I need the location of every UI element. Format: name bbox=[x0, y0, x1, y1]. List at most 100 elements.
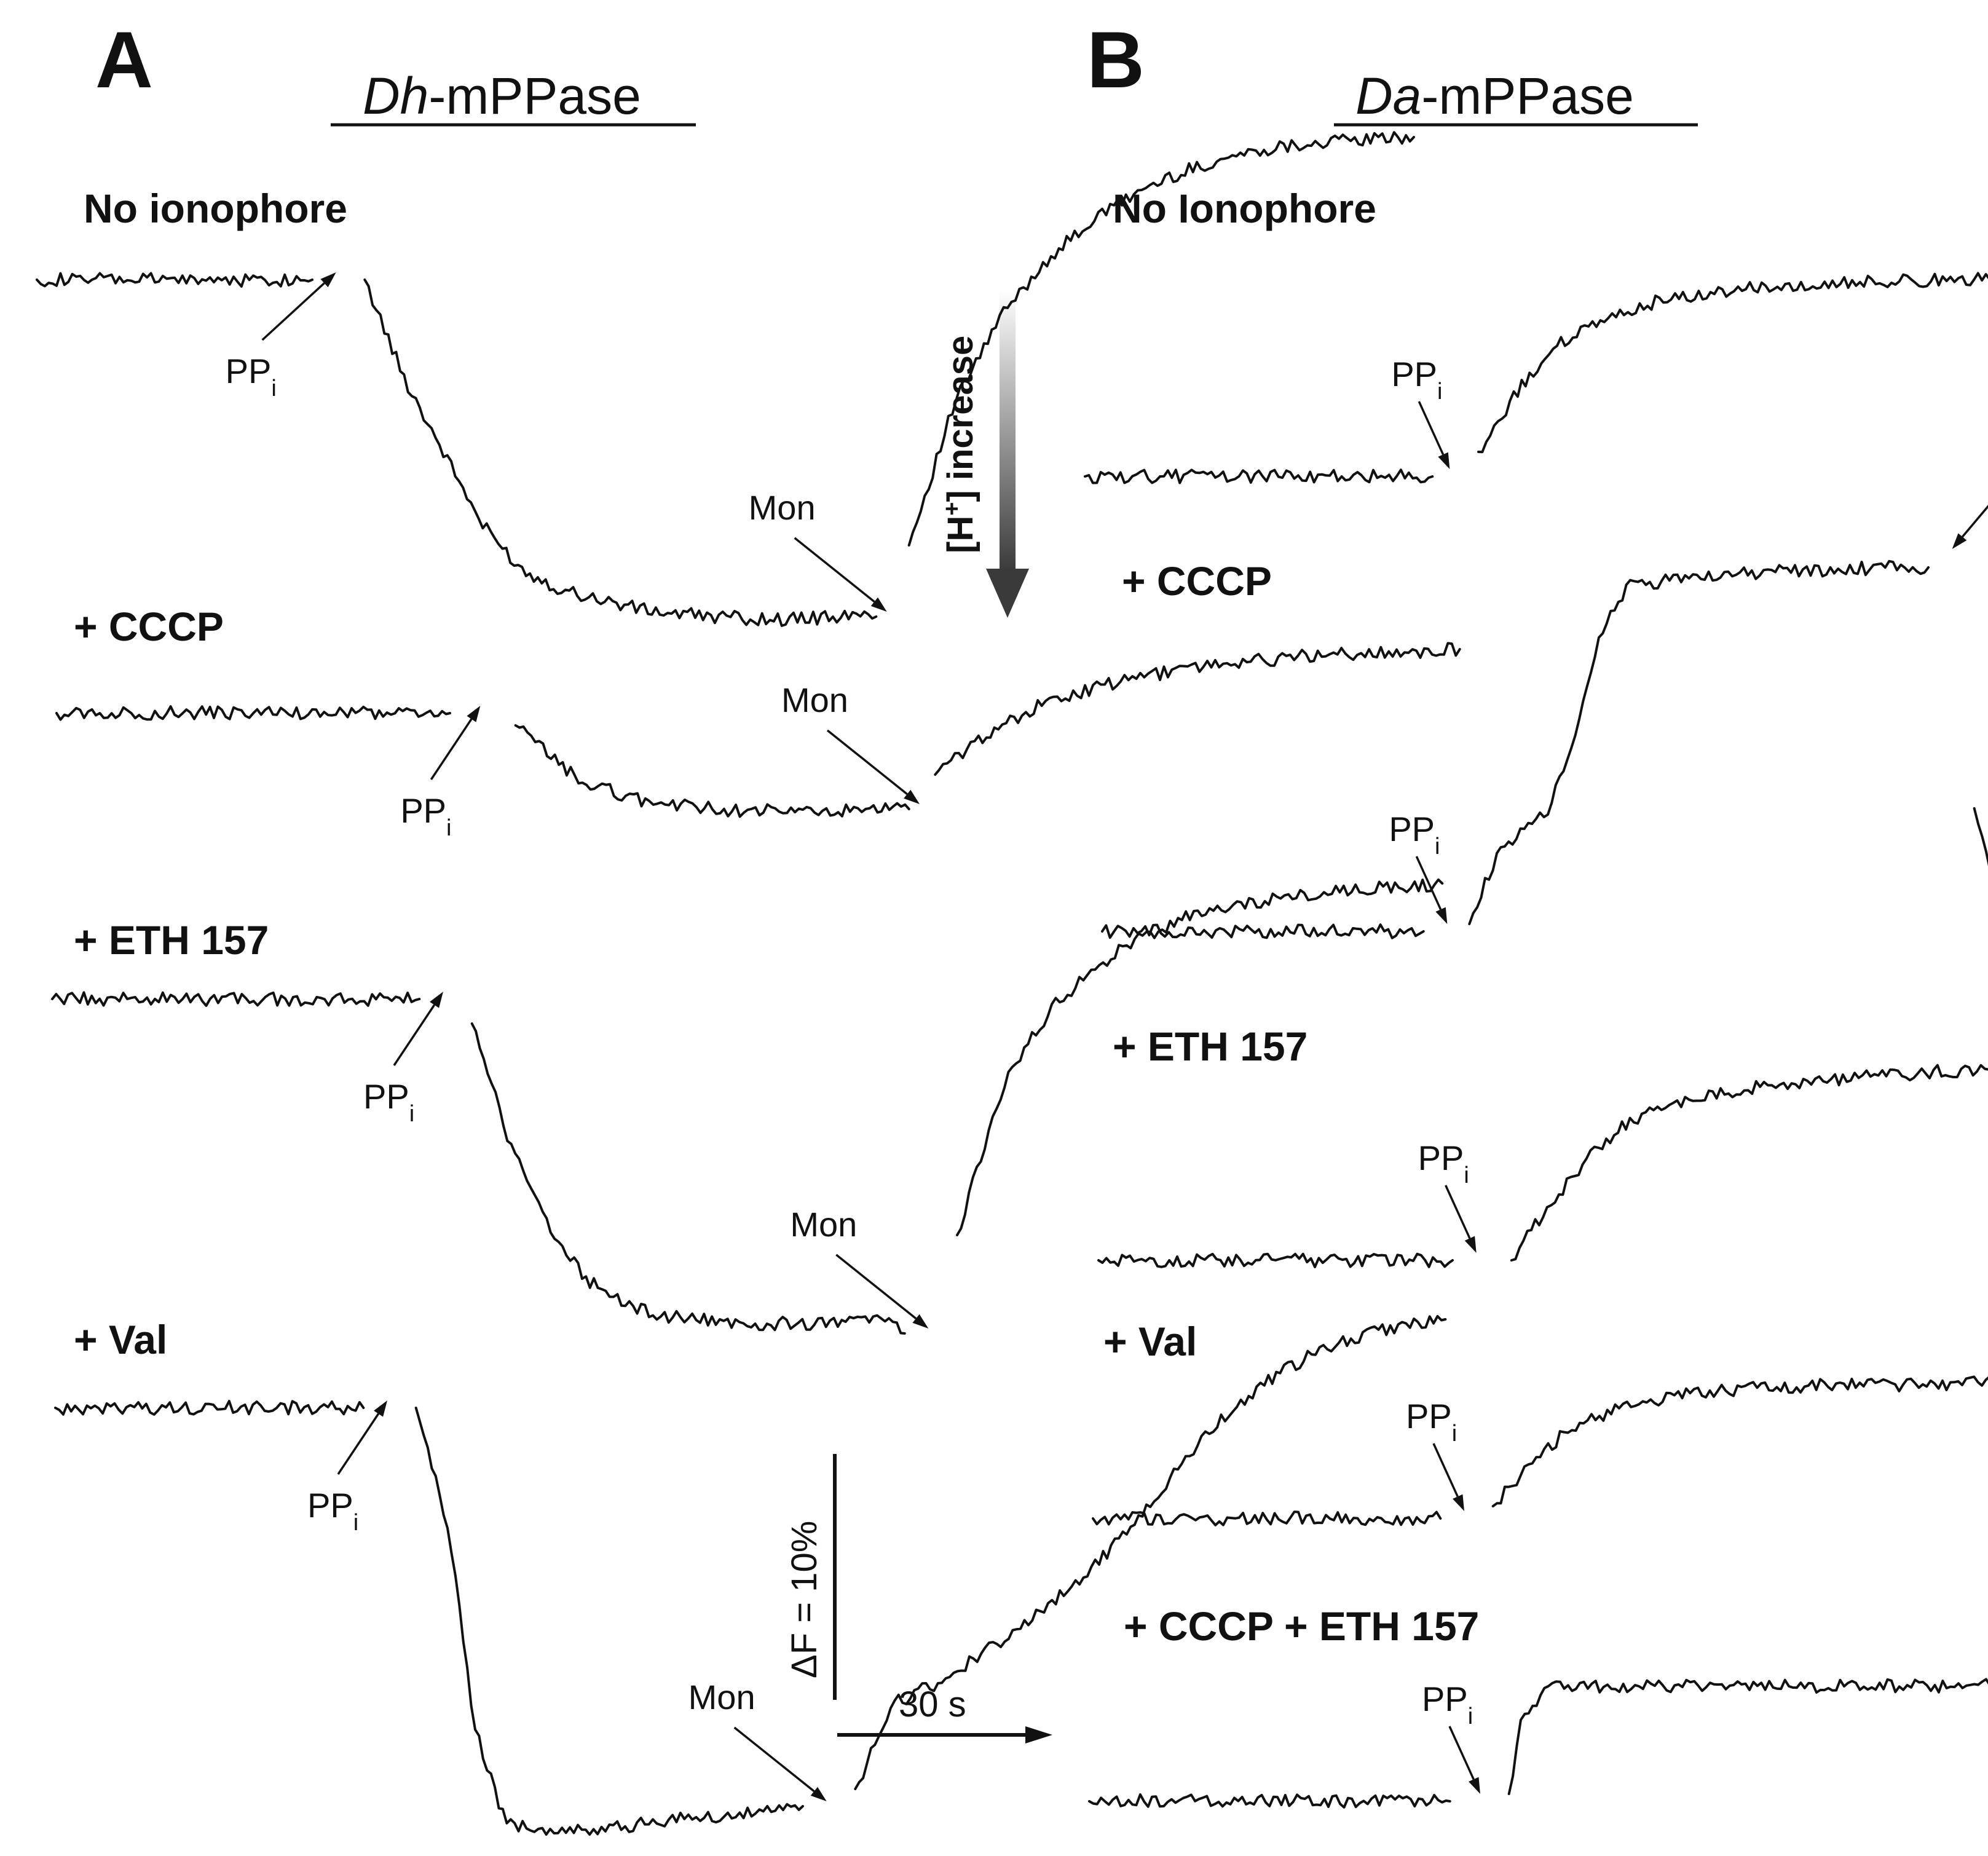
arrow-b-val-ppi-shaft bbox=[1432, 1443, 1459, 1498]
annotation-ppi-sub: i bbox=[1437, 379, 1442, 405]
trace-a-cccp-after-PPi bbox=[514, 724, 910, 818]
panel-title-b-italic: Da bbox=[1355, 67, 1421, 125]
annotation-ppi-main: PP bbox=[363, 1077, 409, 1116]
h-increase-arrow-head bbox=[986, 569, 1029, 618]
annotation-ppi-sub: i bbox=[1435, 834, 1440, 859]
arrow-a-no-ionophore-ppi-head bbox=[320, 272, 336, 288]
annotation-ppi-sub: i bbox=[271, 376, 276, 401]
arrow-b-eth-157-ppi-head bbox=[1464, 1236, 1477, 1253]
annotation-a-eth-157-ppi: PPi bbox=[363, 1077, 414, 1127]
arrow-b-cccp-ppi bbox=[1415, 856, 1448, 924]
arrow-a-no-ionophore-ppi-shaft bbox=[261, 282, 325, 341]
annotation-b-cccp-ppi: PPi bbox=[1389, 810, 1440, 859]
panel-letter-a: A bbox=[95, 15, 153, 105]
arrow-a-no-ionophore-mon bbox=[794, 537, 887, 612]
annotation-a-val-ppi: PPi bbox=[307, 1486, 358, 1536]
trace-a-cccp-baseline bbox=[55, 705, 451, 721]
trace-b-no-ionophore-baseline bbox=[1084, 468, 1434, 484]
trace-a-eth-157-after-Mon bbox=[956, 878, 1444, 1236]
condition-label-b-val: + Val bbox=[1103, 1319, 1197, 1364]
trace-a-no-ionophore-after-PPi bbox=[363, 278, 878, 627]
annotation-a-no-ionophore-ppi: PPi bbox=[226, 352, 277, 401]
condition-label-b-cccp-eth-157: + CCCP + ETH 157 bbox=[1124, 1603, 1479, 1649]
trace-b-cccp-after-PPi bbox=[1468, 559, 1930, 925]
h-increase-label: [H+] increase bbox=[939, 336, 980, 553]
annotation-ppi-main: PP bbox=[1391, 355, 1437, 393]
h-increase-superscript: + bbox=[939, 502, 965, 516]
arrow-a-eth-157-mon bbox=[835, 1254, 929, 1329]
condition-label-b-eth-157: + ETH 157 bbox=[1113, 1024, 1308, 1069]
arrow-a-eth-157-ppi bbox=[393, 992, 443, 1066]
arrow-a-val-ppi-shaft bbox=[337, 1413, 380, 1475]
arrow-b-cccp-eth-157-ppi-shaft bbox=[1448, 1726, 1475, 1780]
arrow-b-val-ppi bbox=[1432, 1443, 1464, 1511]
arrow-a-val-mon bbox=[733, 1726, 827, 1801]
trace-a-no-ionophore-baseline bbox=[36, 272, 314, 288]
arrow-a-eth-157-mon-head bbox=[912, 1314, 929, 1329]
trace-b-cccp-eth-157-baseline bbox=[1088, 1793, 1451, 1809]
arrow-b-cccp-mon bbox=[1952, 505, 1988, 549]
trace-a-val-after-PPi bbox=[414, 1407, 804, 1836]
trace-b-val-baseline bbox=[1092, 1510, 1442, 1526]
trace-a-val-after-Mon bbox=[854, 1315, 1447, 1790]
arrow-b-val-ppi-head bbox=[1453, 1494, 1464, 1511]
arrow-b-no-ionophore-ppi-head bbox=[1438, 452, 1450, 469]
trace-b-cccp-eth-157-after-PPi bbox=[1507, 1678, 1988, 1795]
annotation-ppi-main: PP bbox=[400, 791, 446, 830]
annotation-b-eth-157-ppi: PPi bbox=[1418, 1139, 1469, 1188]
annotation-ppi-main: PP bbox=[307, 1486, 353, 1525]
annotation-b-no-ionophore-ppi: PPi bbox=[1391, 355, 1442, 405]
h-increase-bracket: [H bbox=[941, 516, 980, 553]
scale-bar-horizontal-arrowhead bbox=[1025, 1726, 1052, 1743]
h-increase-arrow-shaft bbox=[1000, 289, 1016, 572]
trace-b-cccp-baseline bbox=[1101, 923, 1425, 939]
condition-label-a-val: + Val bbox=[74, 1317, 167, 1362]
annotation-ppi-sub: i bbox=[409, 1101, 414, 1127]
annotation-ppi-sub: i bbox=[1464, 1163, 1469, 1188]
annotation-ppi-main: PP bbox=[1418, 1139, 1464, 1177]
annotation-a-eth-157-mon: Mon bbox=[790, 1205, 857, 1244]
panel-title-b: Da-mPPase bbox=[1355, 67, 1634, 125]
annotation-ppi-main: PP bbox=[1422, 1680, 1468, 1718]
arrow-a-val-ppi-head bbox=[374, 1400, 387, 1417]
annotation-ppi-sub: i bbox=[1468, 1704, 1473, 1729]
arrow-a-eth-157-ppi-shaft bbox=[393, 1004, 436, 1066]
annotation-a-cccp-mon: Mon bbox=[781, 681, 848, 719]
arrow-b-no-ionophore-ppi bbox=[1418, 401, 1450, 469]
annotation-b-cccp-eth-157-ppi: PPi bbox=[1422, 1680, 1473, 1729]
panel-title-a-italic: Dh bbox=[363, 67, 428, 125]
arrow-a-eth-157-ppi-head bbox=[430, 992, 443, 1008]
arrow-b-eth-157-ppi bbox=[1445, 1185, 1477, 1253]
trace-b-eth-157-baseline bbox=[1097, 1252, 1454, 1268]
scale-bar-vertical-label: ΔF = 10% bbox=[784, 1521, 824, 1678]
arrow-a-cccp-ppi-shaft bbox=[430, 718, 473, 780]
arrow-a-no-ionophore-mon-shaft bbox=[794, 537, 875, 603]
arrow-a-no-ionophore-ppi bbox=[261, 272, 336, 341]
arrow-b-cccp-eth-157-ppi bbox=[1448, 1726, 1480, 1794]
arrow-b-eth-157-ppi-shaft bbox=[1445, 1185, 1471, 1239]
arrow-b-cccp-mon-head bbox=[1952, 533, 1967, 549]
arrow-a-cccp-mon-head bbox=[904, 789, 920, 804]
arrow-a-eth-157-mon-shaft bbox=[835, 1254, 917, 1320]
condition-label-a-cccp: + CCCP bbox=[74, 604, 224, 649]
panel-title-a-rest: -mPPase bbox=[428, 67, 641, 125]
arrow-b-no-ionophore-ppi-shaft bbox=[1418, 401, 1445, 456]
condition-label-b-no-ionophore: No Ionophore bbox=[1113, 186, 1376, 231]
arrow-a-no-ionophore-mon-head bbox=[870, 597, 887, 612]
arrow-a-cccp-ppi bbox=[430, 706, 481, 780]
arrow-b-cccp-ppi-shaft bbox=[1415, 856, 1442, 910]
annotation-a-cccp-ppi: PPi bbox=[400, 791, 451, 841]
annotation-a-val-mon: Mon bbox=[688, 1678, 755, 1716]
arrow-b-cccp-ppi-head bbox=[1435, 907, 1448, 924]
annotation-a-no-ionophore-mon: Mon bbox=[749, 488, 816, 527]
trace-a-eth-157-baseline bbox=[51, 991, 421, 1007]
panel-letter-b: B bbox=[1087, 15, 1145, 105]
annotation-ppi-sub: i bbox=[1452, 1421, 1457, 1447]
trace-a-eth-157-after-PPi bbox=[470, 1022, 906, 1335]
annotation-ppi-sub: i bbox=[353, 1510, 358, 1536]
condition-label-a-no-ionophore: No ionophore bbox=[84, 186, 347, 231]
condition-label-a-eth-157: + ETH 157 bbox=[74, 917, 269, 963]
arrow-b-cccp-mon-shaft bbox=[1962, 505, 1988, 538]
